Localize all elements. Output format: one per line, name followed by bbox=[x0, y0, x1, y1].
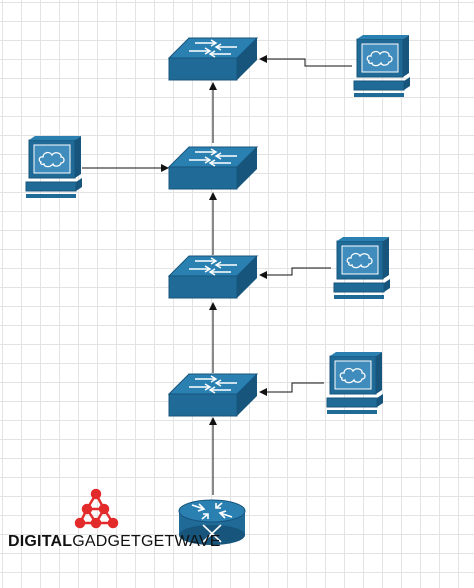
network-switch-icon[interactable] bbox=[168, 373, 258, 417]
connections bbox=[82, 55, 352, 495]
desktop-computer-icon[interactable] bbox=[353, 34, 411, 98]
network-switch-icon[interactable] bbox=[168, 255, 258, 299]
router-icon[interactable] bbox=[178, 499, 246, 545]
watermark-brand-bold: DIGITAL bbox=[8, 533, 73, 550]
watermark-brand-light: GADGETGETWAVE bbox=[72, 533, 221, 550]
link-pc-3-to-switch-3 bbox=[259, 267, 331, 279]
link-pc-4-to-switch-4 bbox=[259, 382, 324, 396]
network-switch-icon[interactable] bbox=[168, 37, 258, 81]
watermark-brand: DIGITALGADGETGETWAVE bbox=[8, 533, 221, 551]
desktop-computer-icon[interactable] bbox=[333, 236, 391, 300]
desktop-computer-icon[interactable] bbox=[326, 351, 384, 415]
network-switch-icon[interactable] bbox=[168, 146, 258, 190]
link-pc-1-to-switch-1 bbox=[259, 55, 352, 67]
molecule-logo-icon bbox=[74, 488, 119, 529]
desktop-computer-icon[interactable] bbox=[25, 135, 83, 199]
